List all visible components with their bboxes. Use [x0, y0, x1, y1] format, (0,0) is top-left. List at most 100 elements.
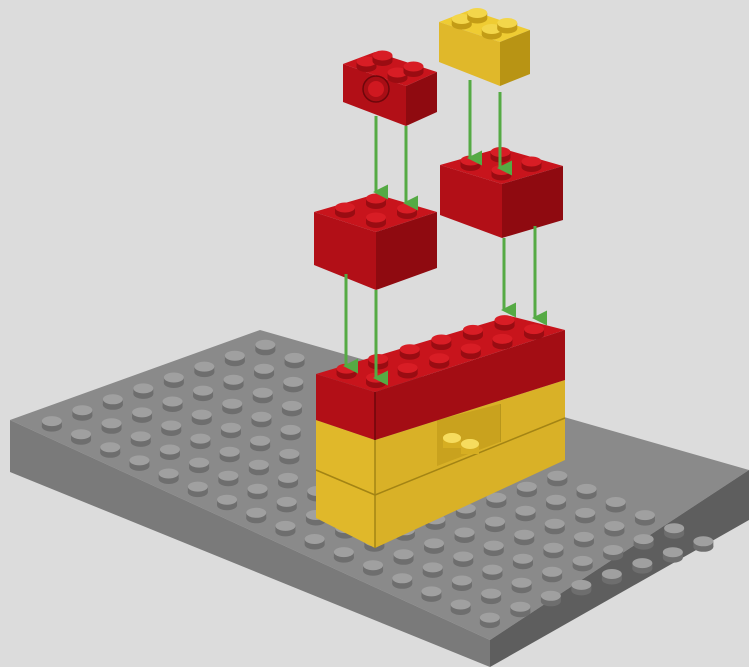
baseplate-stud — [132, 407, 153, 423]
baseplate-stud — [515, 505, 536, 522]
baseplate-stud — [194, 361, 215, 378]
baseplate-stud — [280, 424, 301, 441]
baseplate-stud — [275, 520, 296, 537]
baseplate-stud — [254, 363, 275, 380]
wall-stud — [462, 324, 483, 341]
baseplate-stud — [576, 483, 597, 500]
brick-stud — [335, 202, 355, 218]
baseplate-stud — [605, 497, 626, 513]
baseplate-stud — [281, 400, 302, 417]
baseplate-stud — [187, 481, 208, 498]
wall-stud — [429, 353, 450, 369]
baseplate-stud — [101, 418, 122, 434]
brick-stud — [387, 67, 408, 83]
baseplate-stud — [224, 350, 245, 367]
baseplate-stud — [540, 590, 561, 607]
baseplate-stud — [571, 579, 592, 596]
baseplate-stud — [512, 553, 533, 570]
baseplate-stud — [71, 429, 92, 445]
baseplate-stud — [392, 573, 413, 589]
red-technic-brick — [343, 50, 437, 126]
baseplate-stud — [421, 586, 442, 602]
baseplate-stud — [283, 376, 304, 393]
baseplate-stud — [485, 516, 506, 533]
baseplate-stud — [247, 483, 268, 500]
baseplate-stud — [217, 494, 238, 511]
baseplate-stud — [333, 547, 354, 563]
wall-stud — [492, 333, 513, 350]
baseplate-stud — [424, 538, 445, 554]
brick-stud — [366, 193, 386, 209]
red-wall-front — [316, 374, 375, 440]
baseplate-stud — [481, 588, 502, 605]
baseplate-stud — [191, 409, 212, 426]
baseplate-stud — [246, 507, 267, 524]
baseplate-stud — [572, 555, 593, 572]
baseplate-stud — [547, 470, 568, 487]
baseplate-stud — [511, 577, 532, 594]
baseplate-stud — [220, 422, 241, 439]
baseplate-stud — [102, 394, 123, 410]
brick-stud — [356, 56, 377, 72]
wall-stud — [460, 343, 481, 360]
baseplate-stud — [486, 492, 507, 509]
baseplate-stud — [633, 534, 654, 550]
brick-stud — [467, 8, 488, 24]
baseplate-stud — [255, 339, 276, 356]
baseplate-stud — [129, 455, 150, 471]
baseplate-stud — [543, 542, 564, 559]
baseplate-stud — [250, 435, 271, 452]
baseplate-stud — [662, 547, 683, 563]
baseplate-stud — [189, 457, 210, 474]
wall-stud — [494, 315, 515, 331]
brick-stud — [497, 18, 518, 34]
baseplate-stud — [218, 470, 239, 487]
brick-stud — [403, 61, 424, 77]
wall-stud — [397, 362, 418, 379]
baseplate-stud — [41, 416, 62, 432]
baseplate-stud — [664, 523, 685, 539]
yellow-brick-top — [439, 8, 530, 86]
baseplate-stud — [223, 374, 244, 391]
baseplate-stud — [393, 549, 414, 565]
wall-stud — [399, 344, 420, 360]
baseplate-stud — [542, 566, 563, 583]
wall-stud — [524, 324, 545, 340]
brick-stud — [366, 212, 386, 228]
baseplate-stud — [284, 352, 305, 369]
baseplate-stud — [100, 442, 121, 458]
baseplate-stud — [222, 398, 243, 415]
baseplate-stud — [544, 518, 565, 535]
baseplate-stud — [693, 536, 714, 552]
brick-stud — [451, 14, 472, 30]
baseplate-stud — [510, 601, 531, 618]
baseplate-stud — [159, 444, 180, 460]
baseplate-stud — [453, 551, 474, 567]
baseplate-stud — [632, 558, 653, 574]
baseplate-stud — [163, 372, 184, 388]
baseplate-stud — [278, 472, 299, 489]
brick-stud — [372, 50, 393, 66]
wall-gap — [437, 404, 500, 466]
yellow-wall-side — [375, 380, 565, 548]
baseplate-stud — [573, 531, 594, 548]
baseplate-stud — [72, 405, 93, 421]
baseplate-stud — [363, 560, 384, 576]
baseplate-stud — [634, 510, 655, 526]
baseplate-stud — [219, 446, 240, 463]
wall-stud — [431, 334, 452, 351]
brick-stud — [397, 203, 417, 219]
baseplate-stud — [251, 411, 272, 428]
baseplate-stud — [304, 534, 325, 550]
baseplate-stud — [158, 468, 179, 484]
baseplate-stud — [252, 387, 273, 404]
baseplate-stud — [130, 431, 151, 447]
baseplate-stud — [516, 481, 537, 498]
baseplate-stud — [479, 612, 500, 629]
red-wall-side — [375, 330, 565, 440]
baseplate-stud — [422, 562, 443, 578]
assembly-arrows — [343, 80, 547, 386]
baseplate-stud — [454, 527, 475, 543]
